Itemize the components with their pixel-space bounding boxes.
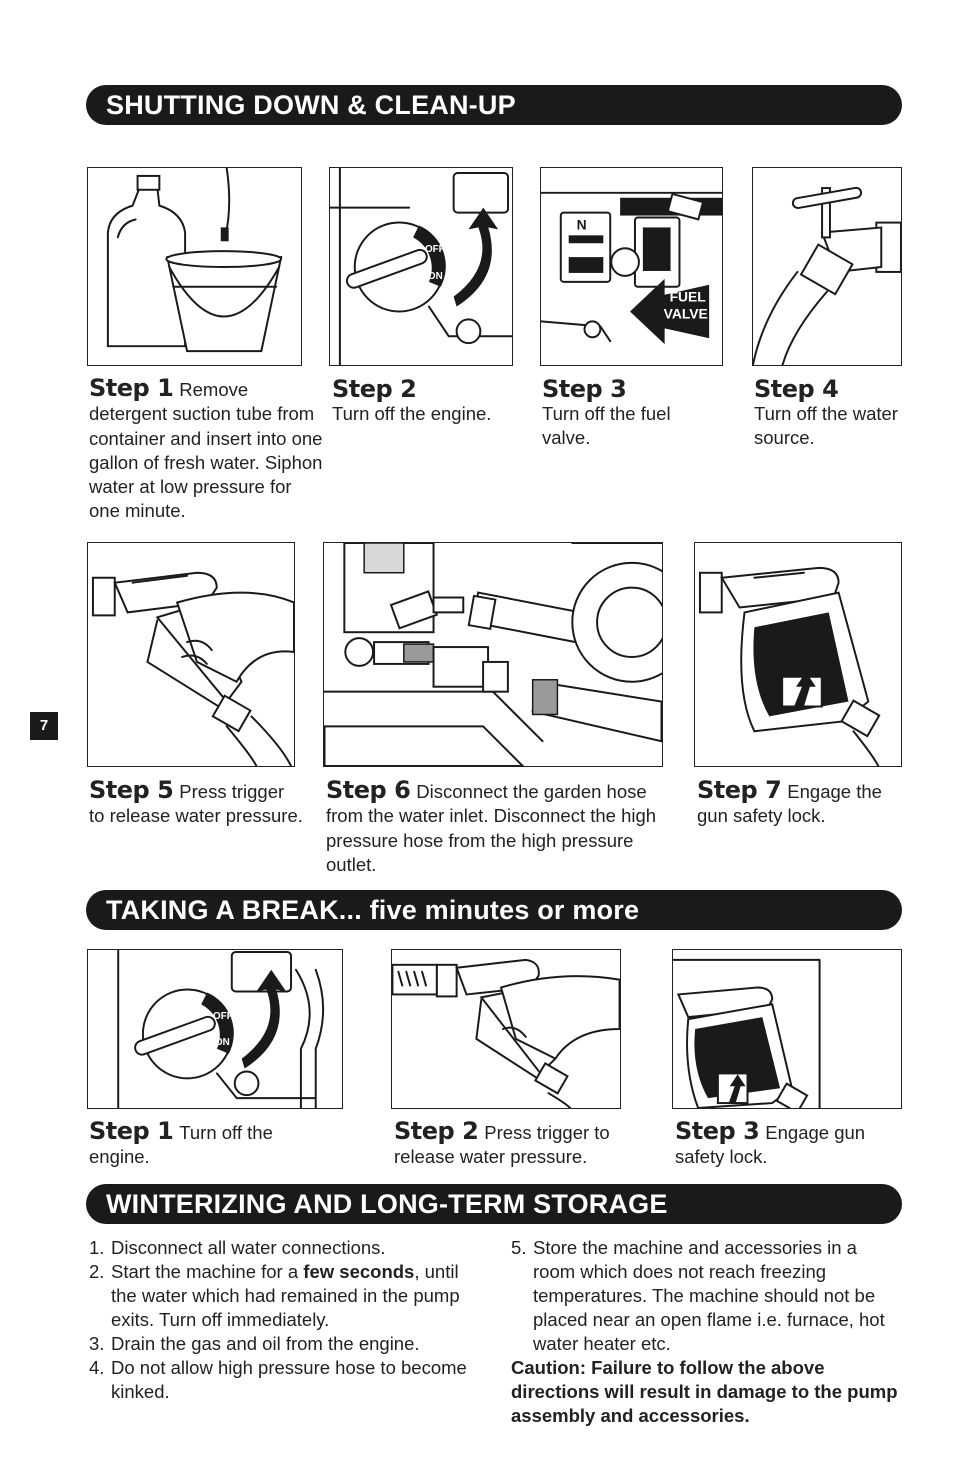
fuel-valve-illustration: N FUEL VALVE xyxy=(541,191,722,345)
step-text: Engage the gun safety lock. xyxy=(697,781,882,827)
list-item: 5.Store the machine and accessories in a… xyxy=(511,1237,885,1354)
step-label: Step 1 xyxy=(89,1117,174,1145)
trigger-press-illustration xyxy=(91,571,294,766)
step-text: Turn off the fuel valve. xyxy=(542,403,671,449)
list-item: 3.Drain the gas and oil from the engine. xyxy=(89,1333,420,1354)
step-label: Step 3 xyxy=(675,1117,760,1145)
list-item: 2.Start the machine for a few seconds, u… xyxy=(89,1261,460,1330)
safety-lock-illustration xyxy=(698,566,881,766)
jug-bucket-illustration xyxy=(106,168,283,353)
list-item: 1.Disconnect all water connections. xyxy=(89,1237,386,1258)
fuel-label: FUEL xyxy=(670,289,707,305)
figure-engine-switch: OFF ON xyxy=(329,167,513,366)
valve-label: VALVE xyxy=(664,305,708,321)
step-label: Step 2 xyxy=(332,375,417,403)
figure-hose-disconnect xyxy=(323,542,663,767)
step-label: Step 3 xyxy=(542,375,627,403)
water-tap-illustration xyxy=(753,186,901,365)
step-label: Step 7 xyxy=(697,776,782,804)
on-label: ON xyxy=(428,271,443,282)
step-text: Press trigger to release water pressure. xyxy=(89,781,303,827)
break-safety-lock-illustration xyxy=(673,958,821,1108)
step-label: Step 5 xyxy=(89,776,174,804)
figure-break-trigger xyxy=(391,949,621,1109)
figure-jug-bucket xyxy=(87,167,302,366)
section-title-break: TAKING A BREAK... five minutes or more xyxy=(86,890,902,930)
off-label: OFF xyxy=(213,1011,233,1022)
step-text: Engage gun safety lock. xyxy=(675,1122,866,1168)
step-label: Step 6 xyxy=(326,776,411,804)
winterizing-list-left: 1.Disconnect all water connections. 2.St… xyxy=(89,1236,484,1404)
off-label: OFF xyxy=(425,244,445,255)
step-text: Turn off the engine. xyxy=(332,403,492,424)
on-label: ON xyxy=(215,1037,230,1048)
section-title-winterizing: WINTERIZING AND LONG-TERM STORAGE xyxy=(86,1184,902,1224)
engine-switch-illustration: OFF ON xyxy=(330,168,512,365)
hose-disconnect-illustration xyxy=(324,543,662,766)
section-title-shutdown: SHUTTING DOWN & CLEAN-UP xyxy=(86,85,902,125)
step-label: Step 1 xyxy=(89,374,174,402)
step-text: Remove detergent suction tube from conta… xyxy=(89,379,323,522)
svg-text:N: N xyxy=(577,216,587,232)
break-engine-switch-illustration: OFF ON xyxy=(117,950,325,1108)
step-text: Press trigger to release water pressure. xyxy=(394,1122,610,1168)
figure-break-engine-switch: OFF ON xyxy=(87,949,343,1109)
figure-safety-lock xyxy=(694,542,902,767)
step-text: Disconnect the garden hose from the wate… xyxy=(326,781,657,875)
step-label: Step 4 xyxy=(754,375,839,403)
figure-water-tap xyxy=(752,167,902,366)
figure-trigger-press xyxy=(87,542,295,767)
winterizing-list-right: 5.Store the machine and accessories in a… xyxy=(511,1236,904,1428)
break-trigger-illustration xyxy=(392,958,620,1108)
caution-note: Caution: Failure to follow the above dir… xyxy=(511,1357,898,1426)
step-text: Turn off the engine. xyxy=(89,1122,273,1168)
step-label: Step 2 xyxy=(394,1117,479,1145)
page-number: 7 xyxy=(30,712,58,740)
step-text: Turn off the water source. xyxy=(754,403,898,449)
list-item: 4.Do not allow high pressure hose to bec… xyxy=(89,1357,467,1402)
figure-fuel-valve: N FUEL VALVE xyxy=(540,167,723,366)
figure-break-safety-lock xyxy=(672,949,902,1109)
